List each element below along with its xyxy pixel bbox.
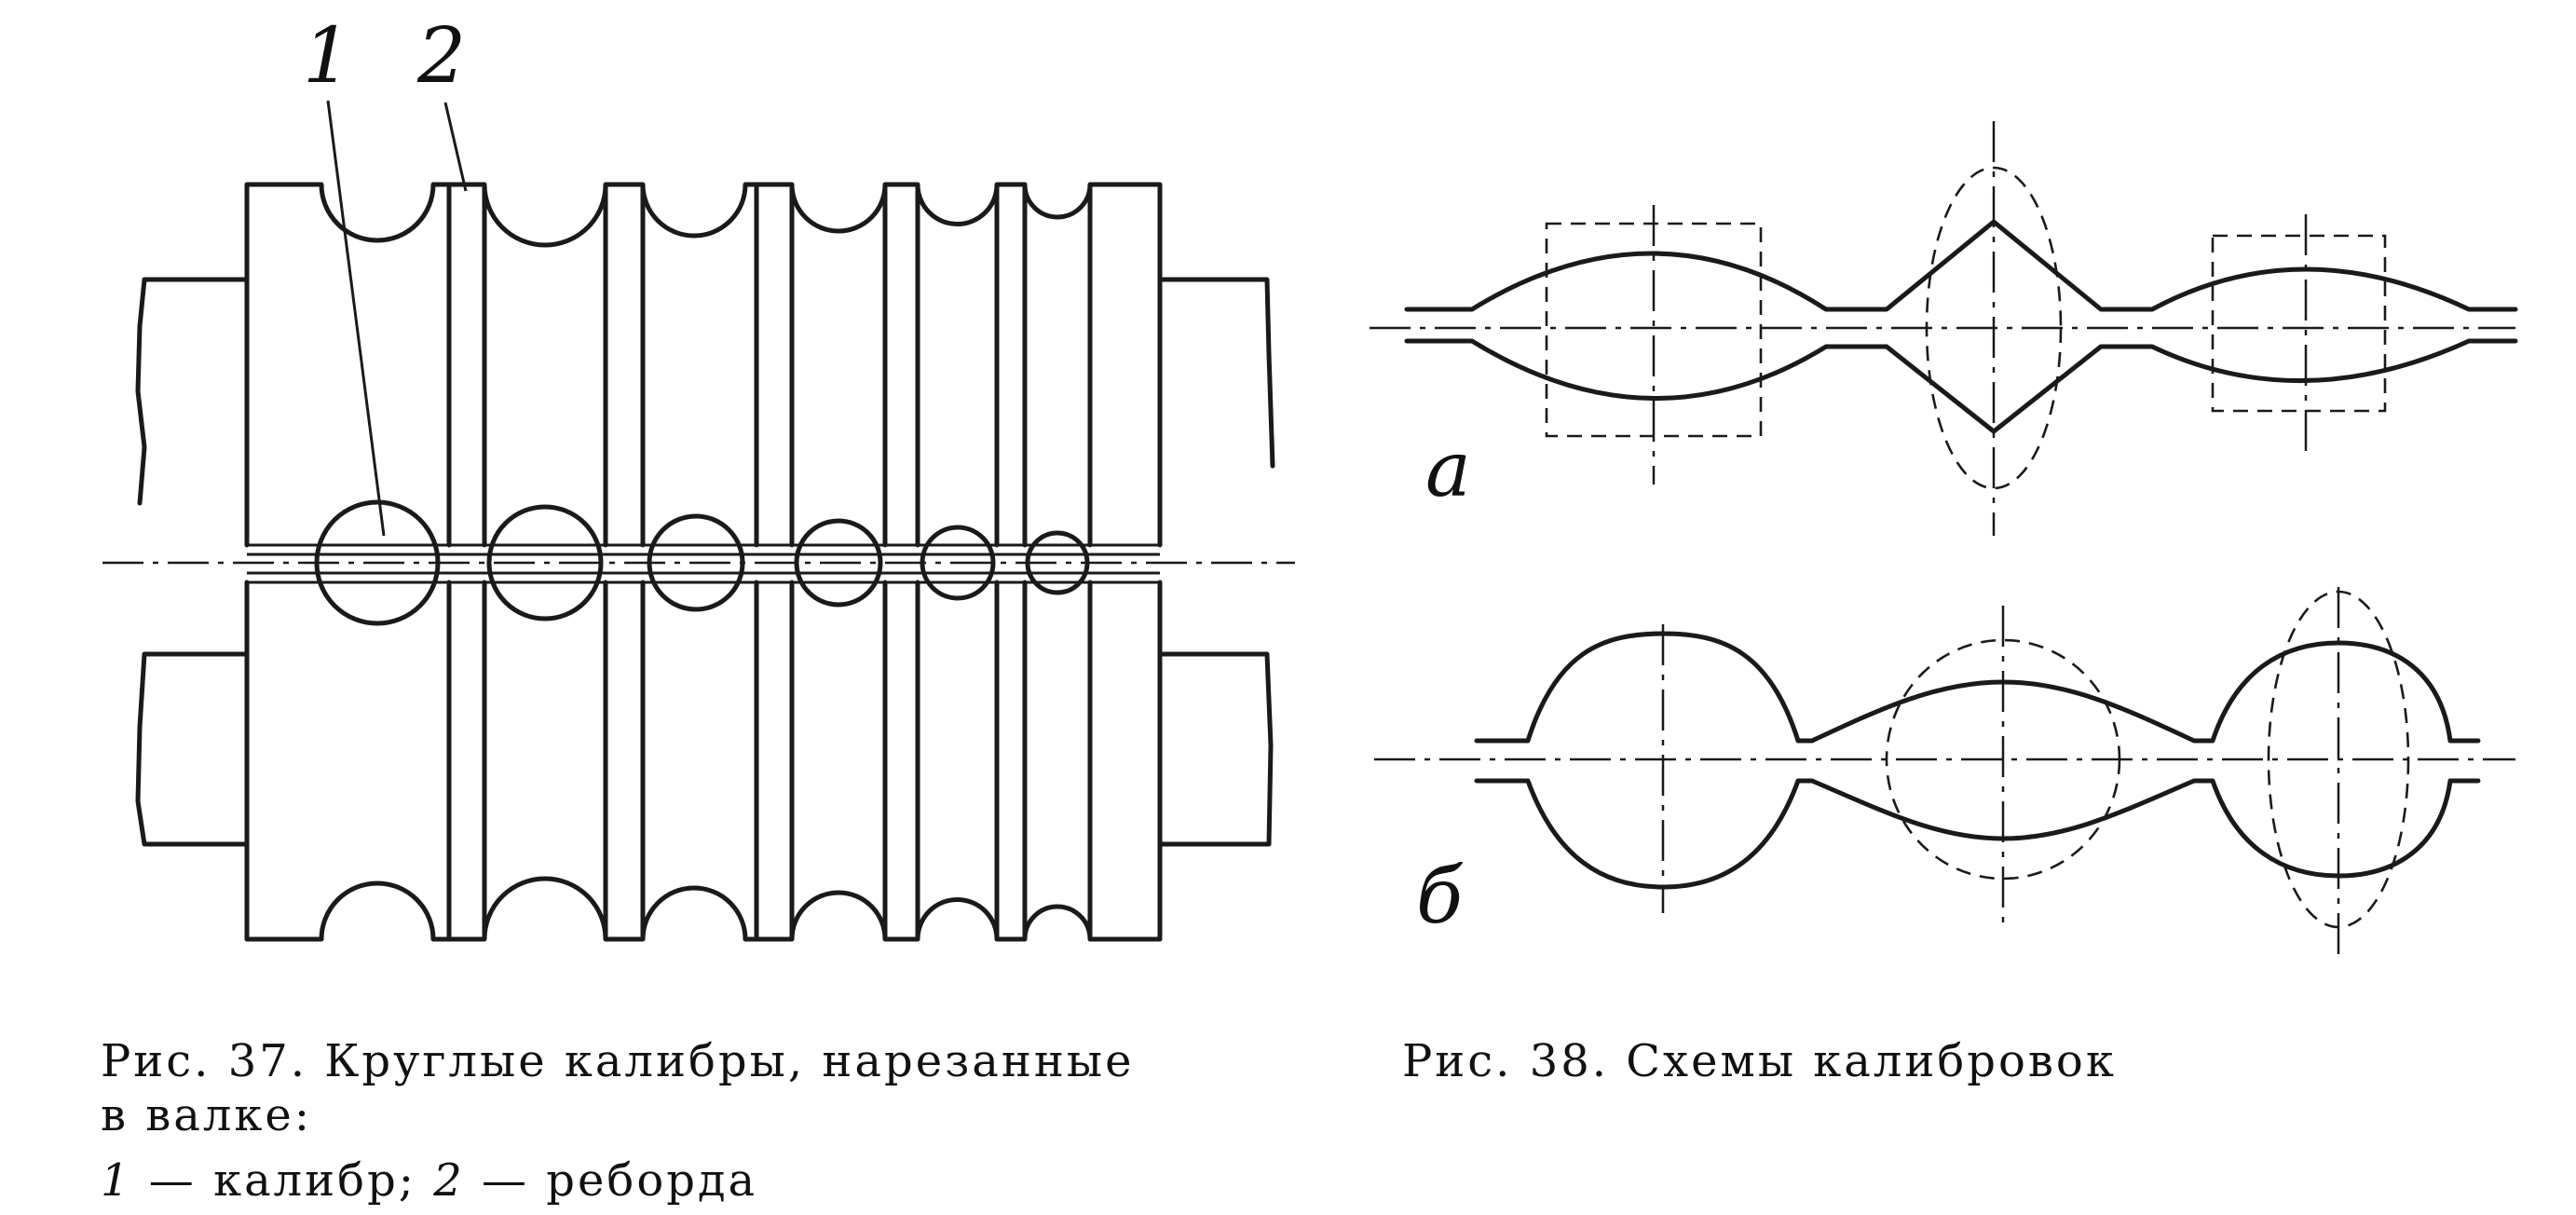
fig37-caption-line2: в валке:	[101, 1089, 312, 1141]
fig38b-upper-contour	[1474, 631, 2481, 744]
leader-1	[326, 100, 386, 537]
callout-2: 2	[416, 12, 466, 101]
fig37-roll-drawing: 1 2	[102, 12, 1295, 942]
fig37-legend-text2: — реборда	[464, 1154, 758, 1207]
fig38b-oval	[2267, 590, 2410, 929]
fig38a-scheme: а	[1370, 121, 2518, 536]
right-neck	[1157, 277, 1275, 469]
fig37-legend-num2: 2	[433, 1154, 465, 1207]
fig38a-square-1	[1545, 222, 1763, 438]
fig38-caption-text: Рис. 38. Схемы калибровок	[1402, 1035, 2117, 1087]
fig37-legend-num1: 1	[101, 1154, 132, 1207]
fig37-caption: Рис. 37. Круглые калибры, нарезанные в в…	[101, 1034, 1134, 1142]
fig38b-round	[1885, 638, 2121, 881]
upper-roll-profile	[244, 182, 1163, 548]
fig38a-upper-contour	[1404, 219, 2518, 312]
fig38b-scheme: б	[1374, 587, 2515, 960]
fig38a-label: а	[1425, 426, 1471, 514]
fig38a-square-2	[2211, 234, 2387, 413]
roll-gap-lines	[247, 543, 1160, 584]
callout-1: 1	[303, 12, 351, 101]
left-neck	[135, 277, 250, 506]
fig37-legend: 1 — калибр; 2 — реборда	[101, 1154, 757, 1208]
leader-2	[443, 102, 468, 192]
fig38a-oval	[1925, 166, 2063, 490]
left-neck-lower	[135, 651, 250, 847]
right-neck-lower	[1157, 651, 1274, 847]
fig38-caption: Рис. 38. Схемы калибровок	[1402, 1034, 2117, 1088]
fig38a-lower-contour	[1404, 338, 2518, 434]
fig38b-label: б	[1416, 853, 1464, 941]
fig37-legend-text1: — калибр;	[131, 1154, 434, 1207]
round-pass-2	[486, 504, 604, 621]
lower-roll-profile	[244, 580, 1163, 942]
fig37-caption-line1: Рис. 37. Круглые калибры, нарезанные	[101, 1035, 1135, 1087]
round-pass-4	[794, 518, 883, 608]
fig38b-lower-contour	[1474, 778, 2481, 890]
